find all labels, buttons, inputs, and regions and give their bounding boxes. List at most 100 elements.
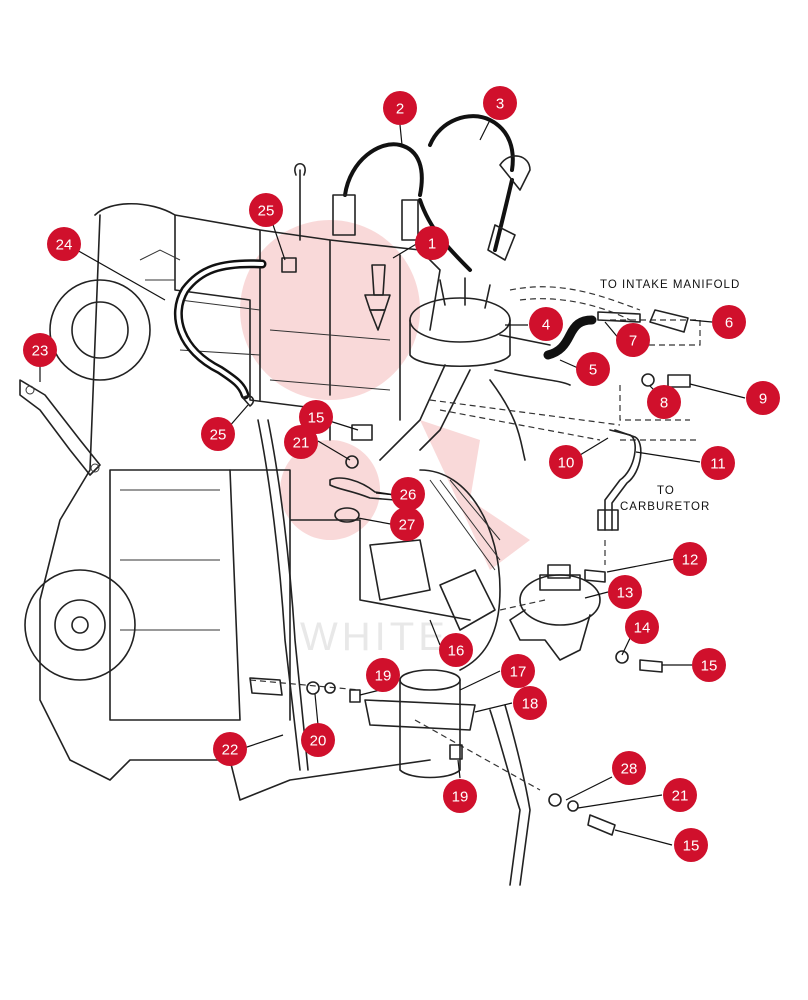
spark-plug	[364, 264, 391, 331]
engine-block	[24, 162, 501, 801]
callout-25: 25	[201, 417, 235, 451]
callout-circle	[443, 779, 477, 813]
callout-16: 16	[439, 633, 473, 667]
callout-label: 28	[621, 761, 638, 778]
vacuum-lines	[249, 286, 701, 791]
callout-label: 19	[452, 789, 469, 806]
callout-circle	[625, 610, 659, 644]
callout-circle	[299, 400, 333, 434]
callout-19: 19	[443, 779, 477, 813]
callout-circle	[612, 751, 646, 785]
callout-circle	[701, 446, 735, 480]
callout-3: 3	[483, 86, 517, 120]
callout-circle	[366, 658, 400, 692]
callout-label: 22	[222, 742, 239, 759]
callout-label: 2	[396, 101, 404, 118]
callout-15: 15	[674, 828, 708, 862]
callout-circle	[483, 86, 517, 120]
callout-circle	[608, 575, 642, 609]
callout-circle	[23, 333, 57, 367]
callout-label: 8	[660, 395, 668, 412]
callout-8: 8	[647, 385, 681, 419]
hoses	[173, 259, 597, 886]
callout-14: 14	[625, 610, 659, 644]
callout-22: 22	[213, 732, 247, 766]
note-to-carburetor-line2: CARBURETOR	[620, 501, 710, 513]
callout-1: 1	[415, 226, 449, 260]
callout-15: 15	[299, 400, 333, 434]
callout-label: 13	[617, 585, 634, 602]
callout-label: 5	[589, 362, 597, 379]
watermark-text: WHITE	[300, 615, 449, 659]
callout-10: 10	[549, 445, 583, 479]
callout-9: 9	[746, 381, 780, 415]
callout-28: 28	[612, 751, 646, 785]
callout-26: 26	[391, 477, 425, 511]
callout-7: 7	[616, 323, 650, 357]
bracket	[19, 379, 101, 476]
callout-5: 5	[576, 352, 610, 386]
callout-circle	[213, 732, 247, 766]
callout-circle	[391, 477, 425, 511]
callout-24: 24	[47, 227, 81, 261]
callout-20: 20	[301, 723, 335, 757]
callout-label: 14	[634, 620, 651, 637]
callout-label: 24	[56, 237, 73, 254]
leader-lines	[39, 119, 746, 846]
callout-circle	[663, 778, 697, 812]
callout-label: 23	[32, 343, 49, 360]
callout-13: 13	[608, 575, 642, 609]
callout-circle	[513, 686, 547, 720]
callout-circle	[674, 828, 708, 862]
callout-4: 4	[529, 307, 563, 341]
callout-23: 23	[23, 333, 57, 367]
callout-circle	[647, 385, 681, 419]
callout-circle	[576, 352, 610, 386]
callout-circle	[549, 445, 583, 479]
callout-circle	[249, 193, 283, 227]
callout-circle	[301, 723, 335, 757]
callout-circle	[383, 91, 417, 125]
breather-tube	[249, 419, 309, 771]
callout-circle	[616, 323, 650, 357]
callout-circle	[501, 654, 535, 688]
callout-27: 27	[390, 507, 424, 541]
callout-circle	[673, 542, 707, 576]
note-to-carburetor-line1: TO	[657, 485, 675, 497]
callout-circle	[746, 381, 780, 415]
callout-label: 21	[672, 788, 689, 805]
callout-label: 18	[522, 696, 539, 713]
callout-label: 4	[542, 317, 550, 334]
callout-21: 21	[284, 425, 318, 459]
distributor	[379, 277, 571, 461]
fuel-line	[597, 429, 642, 531]
callout-6: 6	[712, 305, 746, 339]
callout-label: 15	[308, 410, 325, 427]
callout-label: 15	[701, 658, 718, 675]
callout-label: 17	[510, 664, 527, 681]
annotations: TO INTAKE MANIFOLD TO CARBURETOR	[600, 279, 740, 513]
callout-label: 27	[399, 517, 416, 534]
callout-12: 12	[673, 542, 707, 576]
callout-label: 26	[400, 487, 417, 504]
callout-label: 15	[683, 838, 700, 855]
callout-11: 11	[701, 446, 735, 480]
callout-17: 17	[501, 654, 535, 688]
callout-15: 15	[692, 648, 726, 682]
note-to-intake-manifold: TO INTAKE MANIFOLD	[600, 279, 740, 291]
callout-label: 20	[310, 733, 327, 750]
callout-circle	[415, 226, 449, 260]
callout-circle	[390, 507, 424, 541]
callout-label: 25	[258, 203, 275, 220]
callout-circle	[529, 307, 563, 341]
callout-2: 2	[383, 91, 417, 125]
callout-label: 9	[759, 391, 767, 408]
callout-label: 19	[375, 668, 392, 685]
callout-circle	[692, 648, 726, 682]
callout-label: 11	[710, 456, 726, 473]
callout-circle	[47, 227, 81, 261]
callout-21: 21	[663, 778, 697, 812]
callout-circle	[712, 305, 746, 339]
